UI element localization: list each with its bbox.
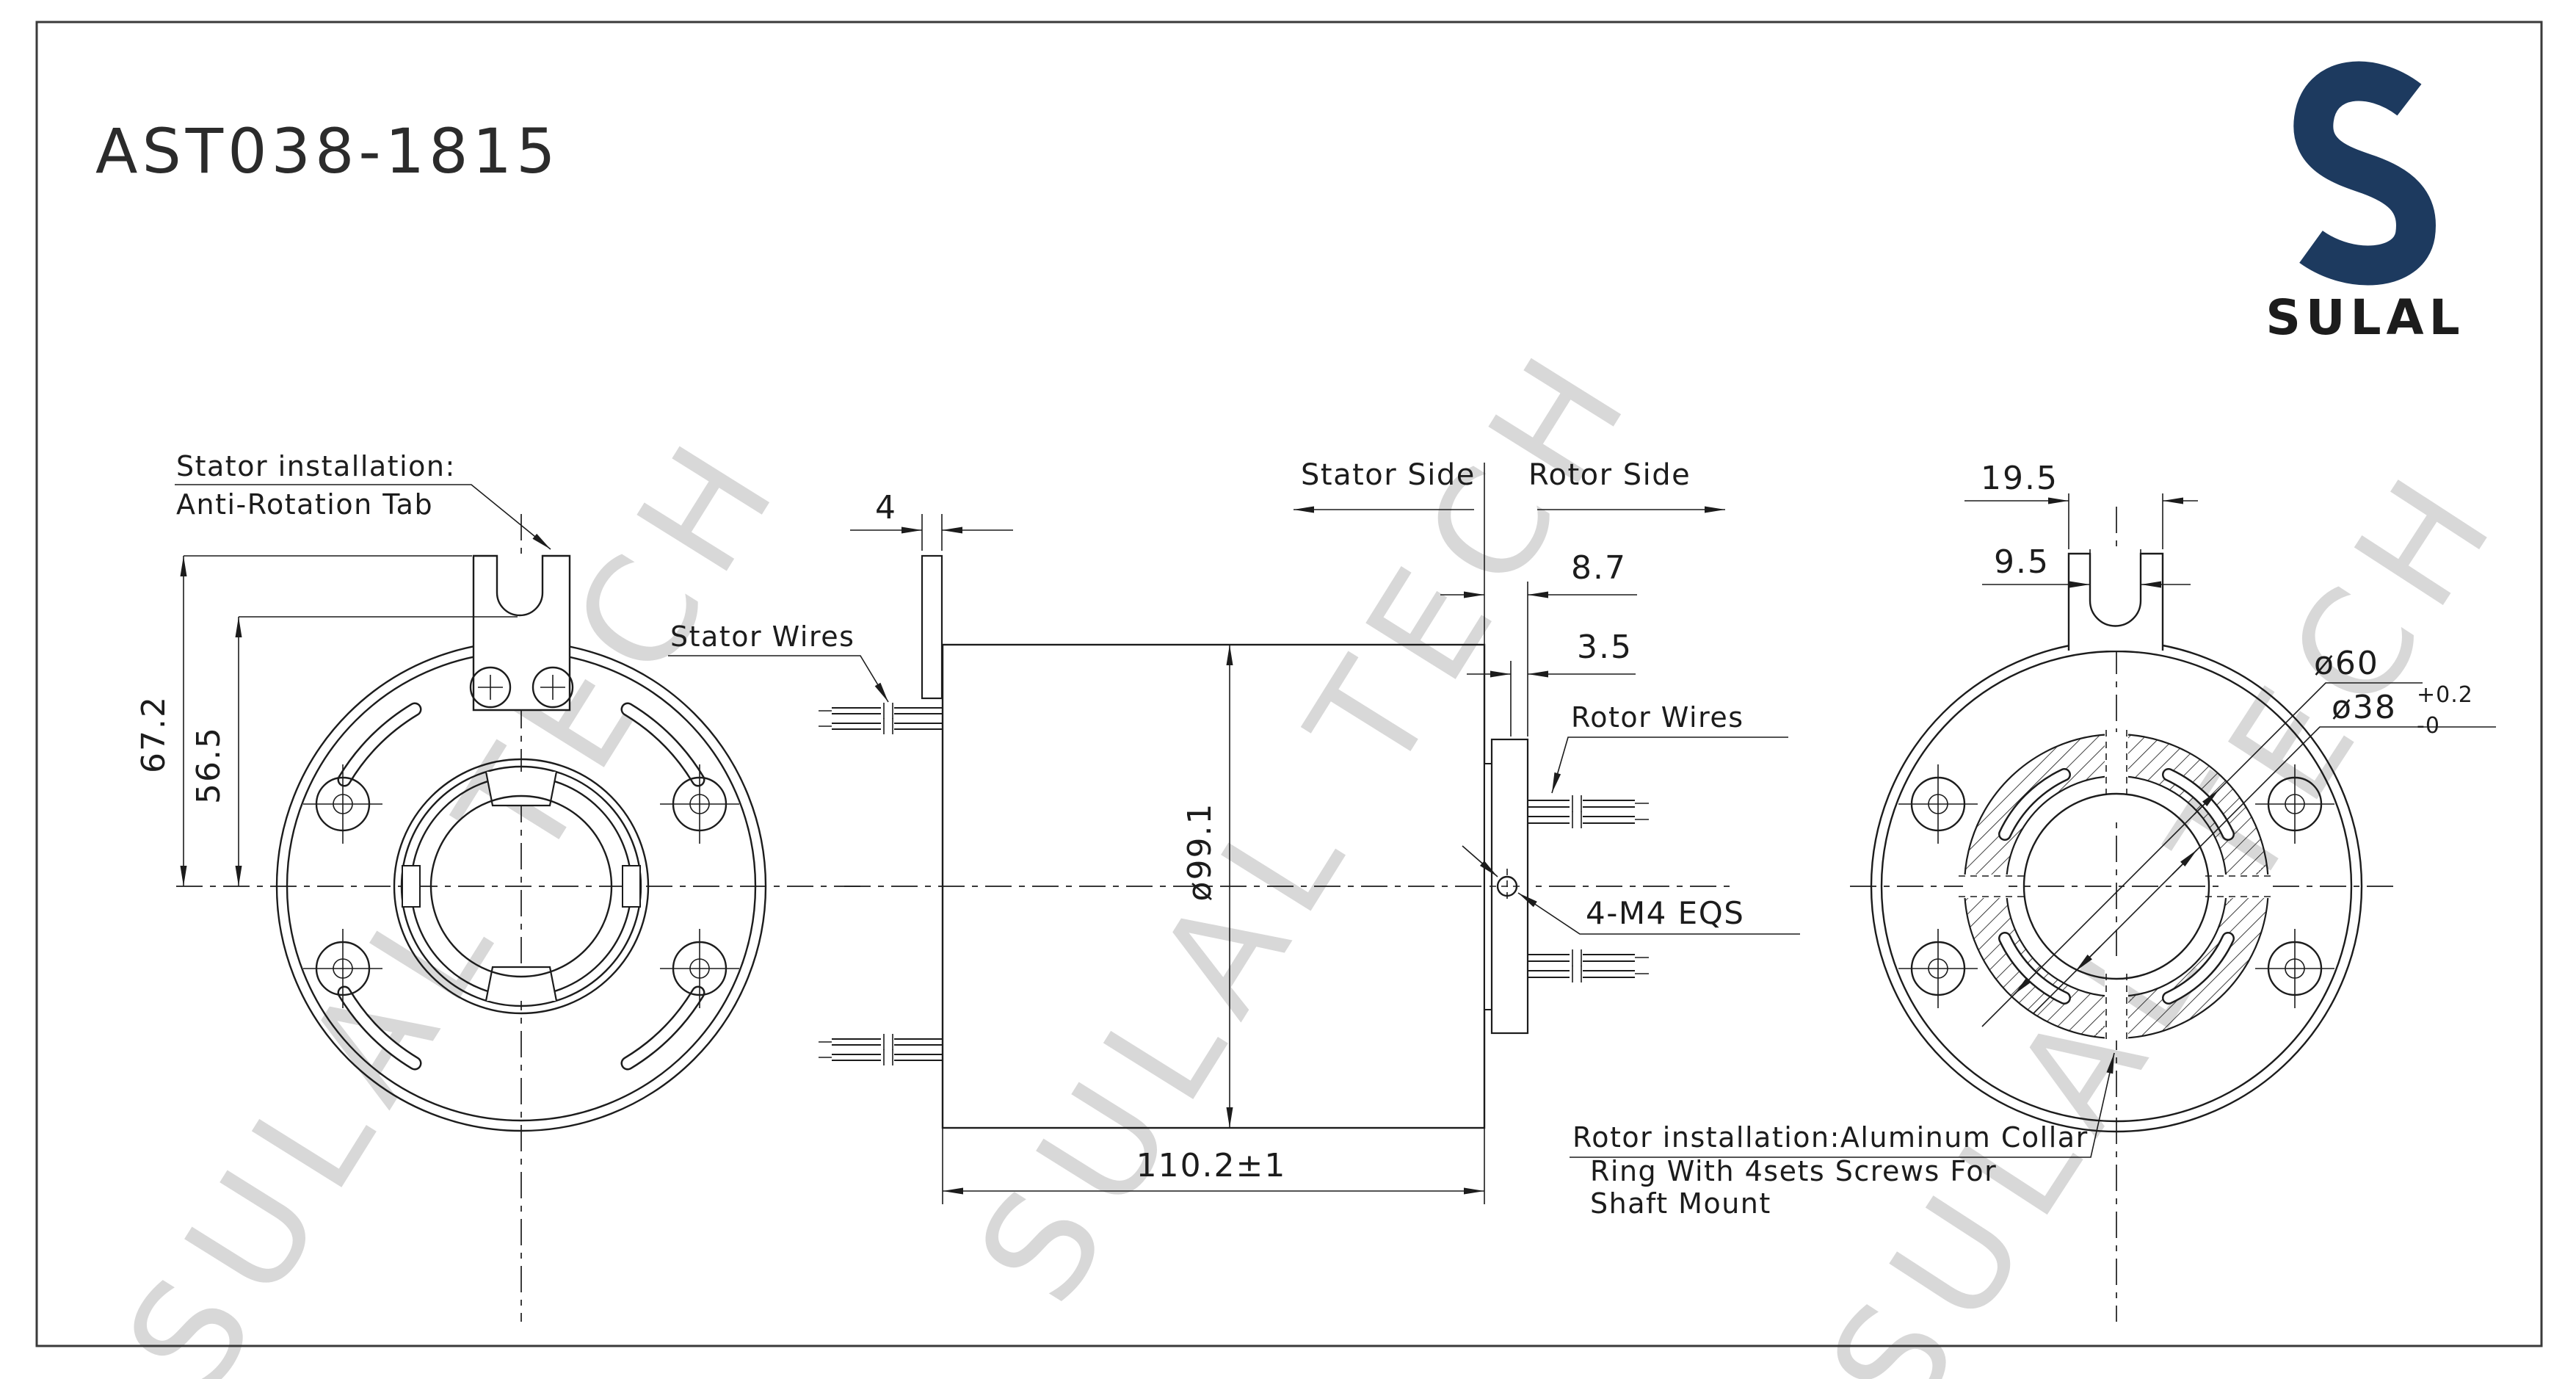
sheet-border bbox=[35, 21, 2543, 1347]
dim-overall-length: 110.2±1 bbox=[1136, 1147, 1287, 1184]
side-labels: Stator Side Rotor Side bbox=[1294, 458, 1725, 645]
stator-note-line1: Stator installation: bbox=[176, 450, 456, 482]
rotor-bore-circle bbox=[2022, 792, 2210, 980]
key-jog-east bbox=[622, 865, 641, 908]
label-screws: 4-M4 EQS bbox=[1586, 895, 1744, 931]
collar-od-dim: ø60 bbox=[1981, 645, 2423, 1027]
dim-overall-height: 67.2 bbox=[135, 695, 173, 773]
dim-body-diameter: ø99.1 bbox=[1181, 803, 1219, 902]
dim-bore: ø38 bbox=[2332, 689, 2397, 726]
stator-wires bbox=[819, 703, 942, 1065]
dim-tab-height: 56.5 bbox=[190, 726, 228, 804]
front-mounting-holes bbox=[303, 764, 739, 1008]
label-stator-side: Stator Side bbox=[1301, 458, 1476, 492]
collar-screw-positions bbox=[1959, 730, 2274, 1043]
label-rotor-side: Rotor Side bbox=[1528, 458, 1691, 492]
side-view: 4 Stator Wires bbox=[668, 458, 1800, 1204]
key-tab-north bbox=[485, 771, 558, 807]
dim-collar-thickness: 3.5 bbox=[1577, 629, 1633, 666]
front-view: 67.2 56.5 Stator installation: Anti-Rota… bbox=[135, 450, 866, 1322]
rotor-wires bbox=[1528, 795, 1649, 982]
anti-rotation-tab bbox=[469, 554, 574, 712]
front-arc-slots bbox=[337, 702, 705, 1071]
front-bore-circle bbox=[429, 795, 613, 978]
rotor-note-line1: Rotor installation:Aluminum Collar bbox=[1572, 1121, 2089, 1154]
dim-bore-tol-upper: +0.2 bbox=[2417, 682, 2473, 708]
side-tab-plate bbox=[921, 554, 943, 700]
dim-bore-tol-lower: -0 bbox=[2417, 713, 2440, 739]
dim-tab-thickness-group: 4 bbox=[850, 489, 1013, 551]
tab-screw-left bbox=[469, 666, 512, 709]
tab-screw-right bbox=[531, 666, 574, 709]
rotor-tab bbox=[2067, 552, 2164, 651]
key-jog-west bbox=[402, 865, 421, 908]
brand-name: SULAL bbox=[2265, 289, 2464, 346]
rotor-note-line3: Shaft Mount bbox=[1590, 1187, 1771, 1220]
collar-dims: 8.7 3.5 bbox=[1440, 549, 1637, 736]
bore-dim: ø38 +0.2 -0 bbox=[2033, 682, 2496, 1014]
brand-logo: SULAL bbox=[2265, 61, 2464, 346]
label-rotor-wires: Rotor Wires bbox=[1571, 701, 1744, 734]
label-stator-wires: Stator Wires bbox=[670, 620, 855, 653]
screw-callout: 4-M4 EQS bbox=[1462, 845, 1800, 935]
body-diameter-dim: ø99.1 bbox=[1181, 645, 1233, 1128]
stator-installation-note: Stator installation: Anti-Rotation Tab bbox=[175, 450, 551, 550]
rotor-outer-circle-2 bbox=[1880, 650, 2353, 1123]
stator-note-line2: Anti-Rotation Tab bbox=[176, 488, 433, 521]
dim-collar-od: ø60 bbox=[2314, 645, 2379, 682]
dim-tab-width: 19.5 bbox=[1981, 460, 2058, 497]
dim-tab-thickness: 4 bbox=[875, 489, 897, 526]
rotor-view: 19.5 9.5 ø60 ø38 +0.2 -0 bbox=[1850, 460, 2496, 1322]
page-title: AST038-1815 bbox=[95, 115, 560, 187]
rotor-tab-dims: 19.5 9.5 bbox=[1964, 460, 2198, 588]
rotor-note-line2: Ring With 4sets Screws For bbox=[1590, 1155, 1997, 1187]
overall-length-dim: 110.2±1 bbox=[942, 1128, 1485, 1204]
brand-s-icon bbox=[2293, 61, 2436, 286]
rotor-wires-label: Rotor Wires bbox=[1551, 701, 1788, 794]
key-tab-south bbox=[485, 966, 558, 1002]
front-dimensions: 67.2 56.5 bbox=[135, 555, 518, 886]
dim-slot-width: 9.5 bbox=[1994, 543, 2050, 581]
stator-wires-label: Stator Wires bbox=[668, 620, 889, 703]
rotor-collar bbox=[1484, 738, 1529, 1035]
dim-collar-offset: 8.7 bbox=[1571, 549, 1627, 587]
rotor-mounting-holes bbox=[1898, 764, 2334, 1008]
rotor-installation-note: Rotor installation:Aluminum Collar Ring … bbox=[1570, 1052, 2115, 1220]
front-ring-1 bbox=[393, 758, 650, 1015]
